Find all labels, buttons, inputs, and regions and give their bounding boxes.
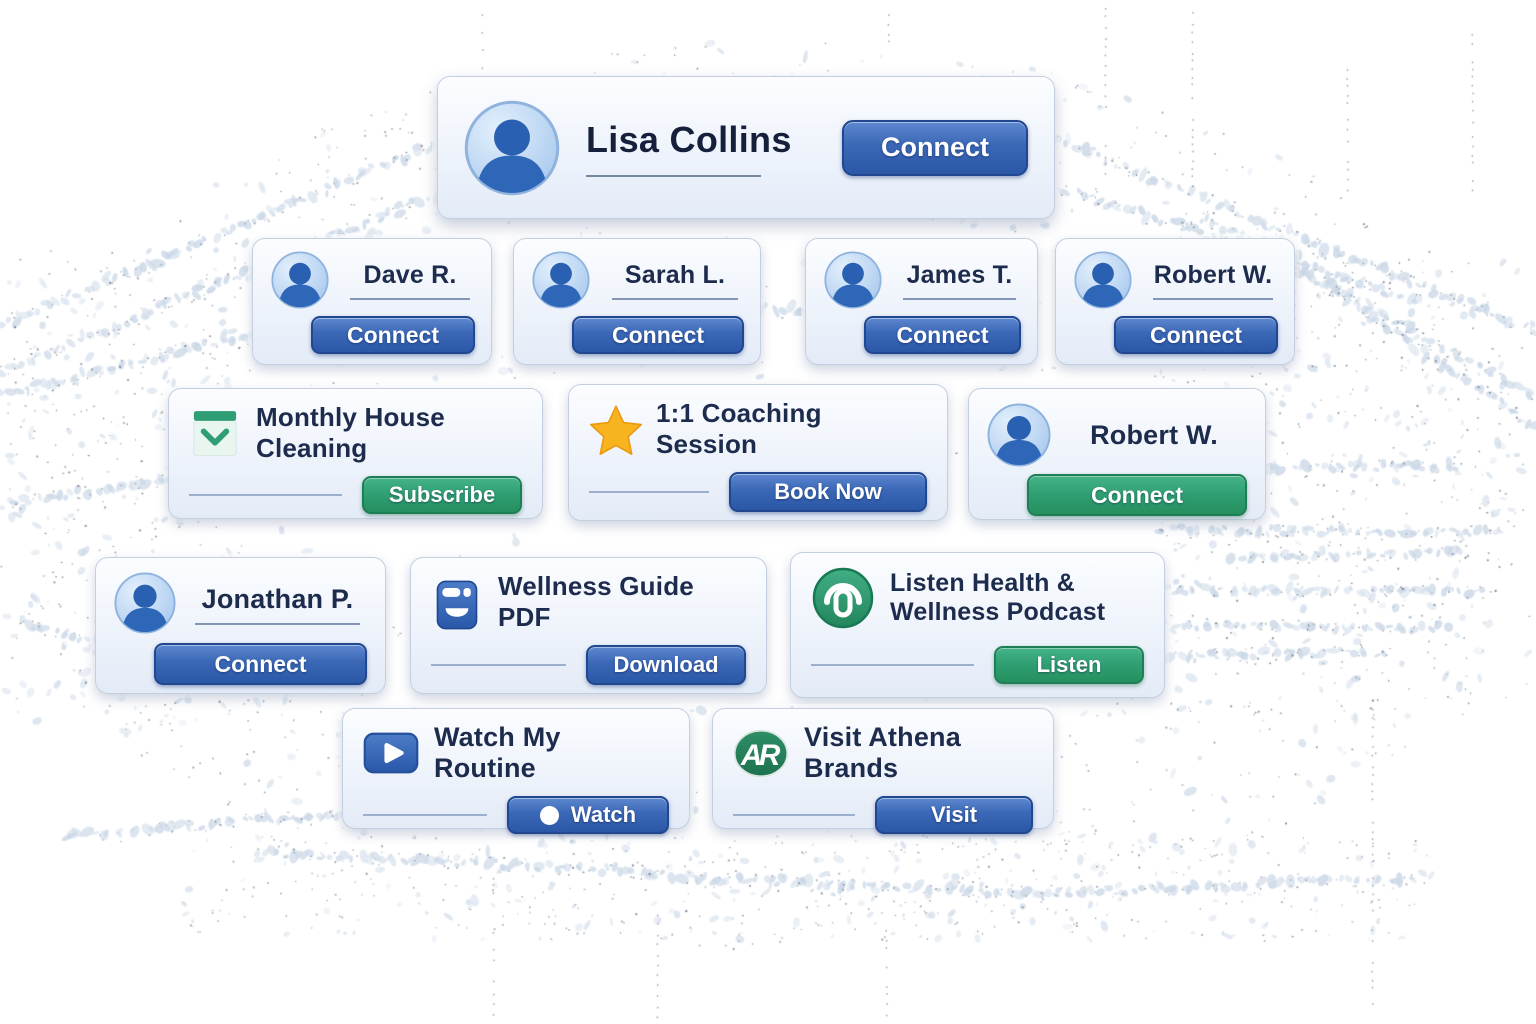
person-name: James T. [906, 260, 1013, 289]
monogram-text: AR [740, 738, 781, 771]
avatar-icon [114, 572, 178, 636]
star-icon [589, 403, 641, 455]
offer-title: Monthly House Cleaning [256, 402, 445, 463]
person-name: Robert W. [1090, 419, 1218, 450]
person-name: Robert W. [1153, 260, 1273, 289]
offer-card-wellness-guide: Wellness Guide PDF Download [410, 557, 767, 694]
offer-card-athena-brands: AR Visit Athena Brands Visit [712, 708, 1054, 834]
divider [431, 664, 566, 666]
visit-button[interactable]: Visit [875, 796, 1033, 834]
pdf-file-icon [431, 576, 483, 628]
divider [589, 491, 709, 493]
offer-title: 1:1 Coaching Session [656, 398, 822, 459]
connect-button[interactable]: Connect [572, 316, 744, 354]
avatar-icon [987, 403, 1051, 467]
divider [733, 814, 855, 816]
offer-title: Wellness Guide PDF [498, 571, 694, 632]
avatar-icon [824, 251, 882, 309]
connect-button[interactable]: Connect [1114, 316, 1278, 354]
offer-title: Listen Health & Wellness Podcast [890, 568, 1106, 627]
avatar-icon [464, 100, 560, 196]
divider [350, 297, 470, 300]
person-name: Sarah L. [624, 260, 726, 289]
subscribe-checkbox-icon [189, 407, 241, 459]
connect-button[interactable]: Connect [1027, 474, 1247, 516]
divider [902, 297, 1017, 300]
profile-card-dave: Dave R. Connect [252, 238, 492, 365]
divider [586, 174, 761, 177]
offer-card-podcast: Listen Health & Wellness Podcast Listen [790, 552, 1165, 698]
offer-card-watch-routine: Watch My Routine Watch [342, 708, 690, 834]
watch-button-label: Watch [570, 802, 637, 827]
person-name: Jonathan P. [201, 583, 354, 614]
book-now-button[interactable]: Book Now [729, 472, 927, 512]
download-button[interactable]: Download [586, 645, 746, 685]
divider [611, 297, 739, 300]
name-block: Lisa Collins [586, 119, 824, 177]
connect-button[interactable]: Connect [842, 119, 1028, 176]
subscribe-button[interactable]: Subscribe [362, 476, 522, 514]
avatar-icon [532, 251, 590, 309]
divider [195, 622, 360, 625]
offer-title: Watch My Routine [434, 722, 561, 783]
divider [363, 814, 487, 816]
connect-button[interactable]: Connect [311, 316, 475, 354]
profile-card-robert-green: Robert W. Connect [968, 388, 1266, 520]
connect-button[interactable]: Connect [154, 643, 367, 685]
connect-button[interactable]: Connect [864, 316, 1021, 354]
divider [1153, 297, 1273, 300]
athena-monogram-icon: AR [733, 729, 789, 778]
profile-card-james: James T. Connect [805, 238, 1038, 365]
profile-card-sarah: Sarah L. Connect [513, 238, 761, 365]
watch-button[interactable]: Watch [507, 796, 669, 834]
offer-card-monthly-house-cleaning: Monthly House Cleaning Subscribe [168, 388, 543, 519]
profile-card-jonathan: Jonathan P. Connect [95, 557, 386, 694]
avatar-icon [1074, 251, 1132, 309]
offer-card-coaching-session: 1:1 Coaching Session Book Now [568, 384, 948, 521]
listen-button[interactable]: Listen [994, 646, 1144, 684]
profile-card-lisa: Lisa Collins Connect [437, 76, 1055, 219]
profile-card-robert: Robert W. Connect [1055, 238, 1295, 365]
divider [189, 494, 342, 496]
divider [811, 664, 974, 666]
offer-title: Visit Athena Brands [804, 722, 961, 783]
person-name: Dave R. [363, 260, 457, 289]
person-name: Lisa Collins [586, 118, 792, 160]
avatar-icon [271, 251, 329, 309]
video-play-icon [363, 732, 419, 774]
record-dot-icon [539, 805, 559, 825]
podcast-icon [811, 566, 875, 630]
